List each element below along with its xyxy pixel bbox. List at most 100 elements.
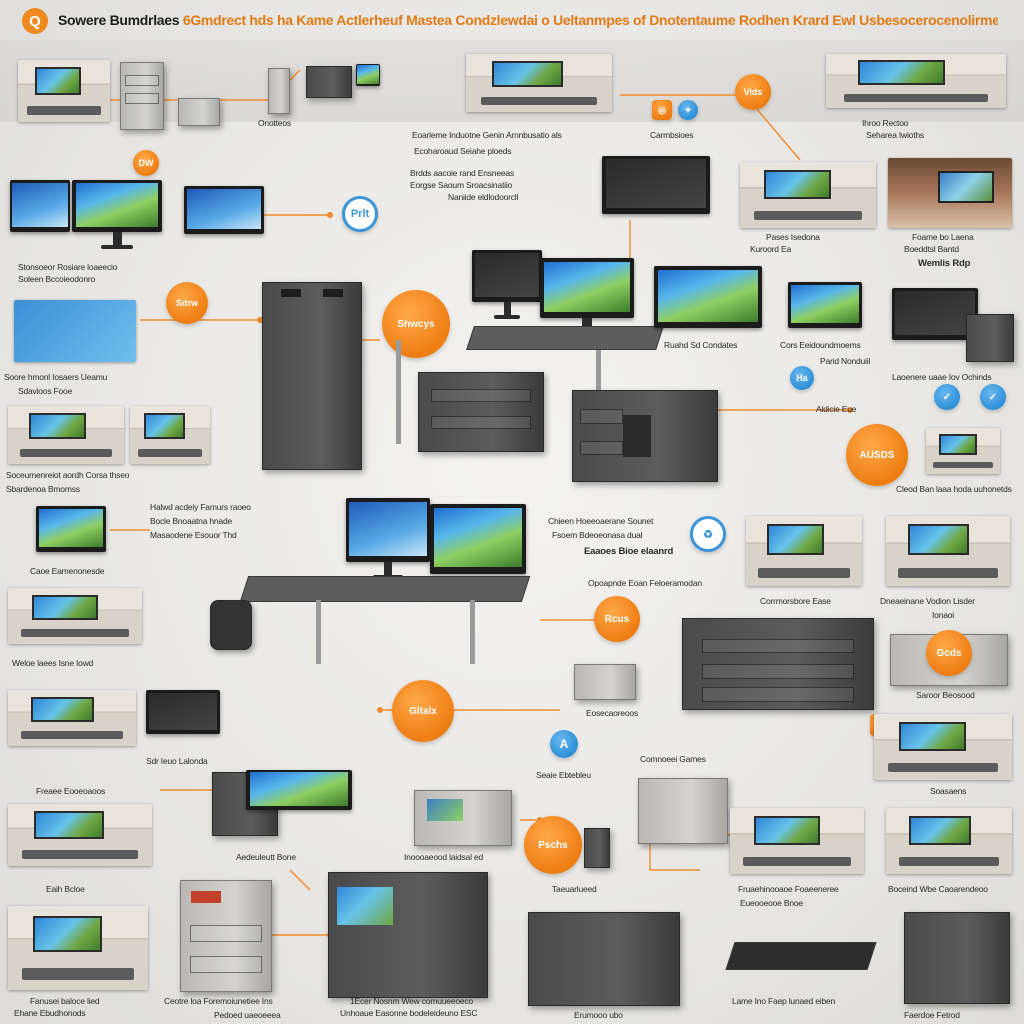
label-left-low-3: Halwd acdeiy Famurs raoeo [150,502,251,512]
label-center-low-1: Chieen Hoeeoaerane Sounet [548,516,654,526]
connector-dot [377,707,383,713]
node-recycle-icon[interactable]: ♻ [690,516,726,552]
desk-leg [316,600,321,664]
table-bottom [725,942,877,970]
label-right-mid: Cleod Ban laaa hoda uuhonetds [896,484,1012,494]
node-blue-icon[interactable]: ✦ [678,100,698,120]
label-right-row-a: Soasaens [930,786,967,796]
monitor-left-c [184,186,264,234]
server-box-bottom [638,778,728,844]
node-rcus[interactable]: Rcus [594,596,640,642]
node-vids[interactable]: Vids [735,74,771,110]
monitor-left-a [10,180,70,232]
monitor-lower-left [346,498,430,579]
label-left-low-4: Bocle Bnoaatna hnade [150,516,233,526]
drawer-cabinet-center [418,372,544,452]
node-check-icon-2[interactable]: ✓ [980,384,1006,410]
meeting-room-photo [888,158,1012,228]
display-bottom-left [246,770,352,810]
label-top-mid-1: Eoarleme Induotne Genin Arnnbusatio als [412,130,562,140]
label-mid-top-2: Eorgse Saoum Sroacsinatiio [410,180,513,190]
office-photo-right-low [874,714,1012,780]
drawer-cabinet-right [572,390,718,482]
label-bottom-9: Fanusei baloce lied [30,996,100,1006]
label-bottom-17: Pedoed uaeoeeea [214,1010,281,1020]
caption-top-left: Onotteos [258,118,291,128]
node-sdrw[interactable]: Sdrw [166,282,208,324]
lab-photo-bottom-a [730,808,864,874]
node-pschs[interactable]: Pschs [524,816,582,874]
label-bottom-4: Inoooaeood laidsal ed [404,852,483,862]
label-left-low-2: Sbardenoa Bmomss [6,484,80,494]
classroom-photo-bottom-2 [8,906,148,990]
label-center-low-2: Fsoem Bdeoeonasa dual [552,530,643,540]
monitor-lower-right [430,504,526,574]
node-ausds[interactable]: AUSDS [846,424,908,486]
label-bottom-5: Taeuarlueed [552,884,597,894]
center-desk-top [466,326,664,350]
node-shwcys[interactable]: Shwcys [382,290,450,358]
label-top-mid-2: Ecoharoaud Seiahe ploeds [414,146,512,156]
monitor-mid-right [654,266,762,328]
office-photo-left [130,406,210,464]
label-left-mid-4: Sdavioos Fooe [18,386,73,396]
desk-leg [470,600,475,664]
label-right-low-1: Corrmorsbore Ease [760,596,831,606]
node-ha[interactable]: Ha [790,366,814,390]
label-bottom-3: Aedeuleutt Bone [236,852,296,862]
workstation-photo-right [926,428,1000,474]
laptop-left [36,506,106,552]
page-title-lead: Sowere Bumdrlaes [58,12,180,28]
lab-photo-bottom-b [886,808,1012,874]
node-small-icon[interactable]: ◎ [652,100,672,120]
label-far-right-2: Seharea Iwioths [866,130,924,140]
label-right-top-4: Boeddtsl Bantd [904,244,959,254]
label-right-top-2: Kuroord Ea [750,244,791,254]
label-left-mid-1: Stonsoeor Rosiare loaeecio [18,262,118,272]
monitor-center-left [472,250,542,319]
monitor-far-right [892,288,978,340]
monitor-top-center [602,156,710,214]
node-gcds[interactable]: Gcds [926,630,972,676]
label-center-low-3: Eaaoes Bioe elaanrd [584,546,674,557]
lab-photo-right-b [886,516,1010,586]
label-right-low-2: Dneaeinane Vodion Lisder [880,596,975,606]
node-dw[interactable]: DW [133,150,159,176]
connector-dot [327,212,333,218]
monitor-left-row [146,690,220,734]
node-check-icon[interactable]: ✓ [934,384,960,410]
office-photo-tr [826,54,1006,108]
cabinet-bottom-left [180,880,272,992]
classroom-photo-bottom [8,804,152,866]
classroom-photo-tl [18,60,110,122]
label-mid-row-5: Aldicie Eue [816,404,857,414]
label-center-row-a: Eosecaoreoos [586,708,638,718]
label-bottom-15: Lame Ino Faep lunaed eiben [732,996,836,1006]
node-a[interactable]: A [550,730,578,758]
connector [289,869,311,891]
label-center-low-4: Opoapnde Eoan Feloeramodan [588,578,702,588]
small-display-photo [356,64,380,86]
node-gltalx[interactable]: Gltalx [392,680,454,742]
classroom-photo-left-2 [8,588,142,644]
lab-photo-top [466,54,612,112]
label-mid-row-1: Ruahd Sd Condates [664,340,738,350]
label-mid-row-2: Cors Eeidoundmoems [780,340,861,350]
meeting-photo-left [8,690,136,746]
classroom-photo-left [8,406,124,464]
printer-bottom [414,790,512,846]
label-bottom-12: 1Ecer Nosnm Wew comuueeoeco [350,996,473,1006]
label-right-low-4: Saroor Beosood [916,690,975,700]
brand-logo-icon: Q [22,8,48,34]
label-bottom-14: Erumooo ubo [574,1010,623,1020]
label-left-low-5: Masaodene Esouor Thd [150,530,237,540]
label-mid-row-4: Laoenere uaae Iov Ochinds [892,372,992,382]
node-prlt[interactable]: Prlt [342,196,378,232]
monitor-center-right [540,258,634,335]
label-right-top-3: Foame bo Laena [912,232,974,242]
blue-panel-image [14,300,136,362]
label-left-mid-2: Soleen Bccoieodonro [18,274,96,284]
label-bottom-16: Faerdoe Fetrod [904,1010,960,1020]
label-bottom-8: Boceind Wbe Caoarendeoo [888,884,988,894]
cabinet-bottom-right [904,912,1010,1004]
